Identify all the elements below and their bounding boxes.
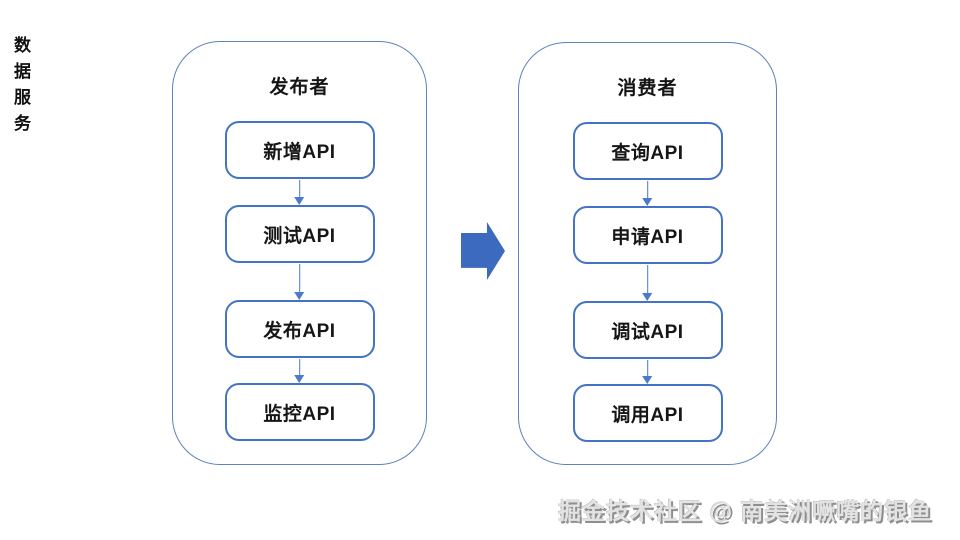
down-arrow-icon (646, 181, 649, 198)
consumer-panel: 消费者 查询API 申请API 调试API 调用API (518, 42, 777, 465)
consumer-panel-title: 消费者 (617, 78, 678, 99)
publisher-panel-title: 发布者 (269, 77, 330, 98)
down-arrow-icon (298, 264, 301, 292)
step-box: 监控API (224, 383, 375, 441)
step-box: 发布API (224, 300, 375, 358)
step-box: 测试API (224, 205, 375, 263)
step-box: 申请API (572, 206, 723, 264)
step-box: 调试API (572, 301, 723, 359)
watermark-text: 掘金技术社区 @ 南美洲噘嘴的银鱼 (558, 498, 933, 524)
down-arrow-icon (646, 265, 649, 293)
step-box: 新增API (224, 121, 375, 179)
down-arrow-icon (646, 360, 649, 376)
step-box: 调用API (572, 384, 723, 442)
step-box: 查询API (572, 122, 723, 180)
flow-right-arrow-icon (461, 222, 505, 280)
publisher-panel: 发布者 新增API 测试API 发布API 监控API (172, 41, 427, 465)
down-arrow-icon (298, 180, 301, 197)
side-label: 数据服务 (11, 36, 30, 140)
down-arrow-icon (298, 359, 301, 375)
